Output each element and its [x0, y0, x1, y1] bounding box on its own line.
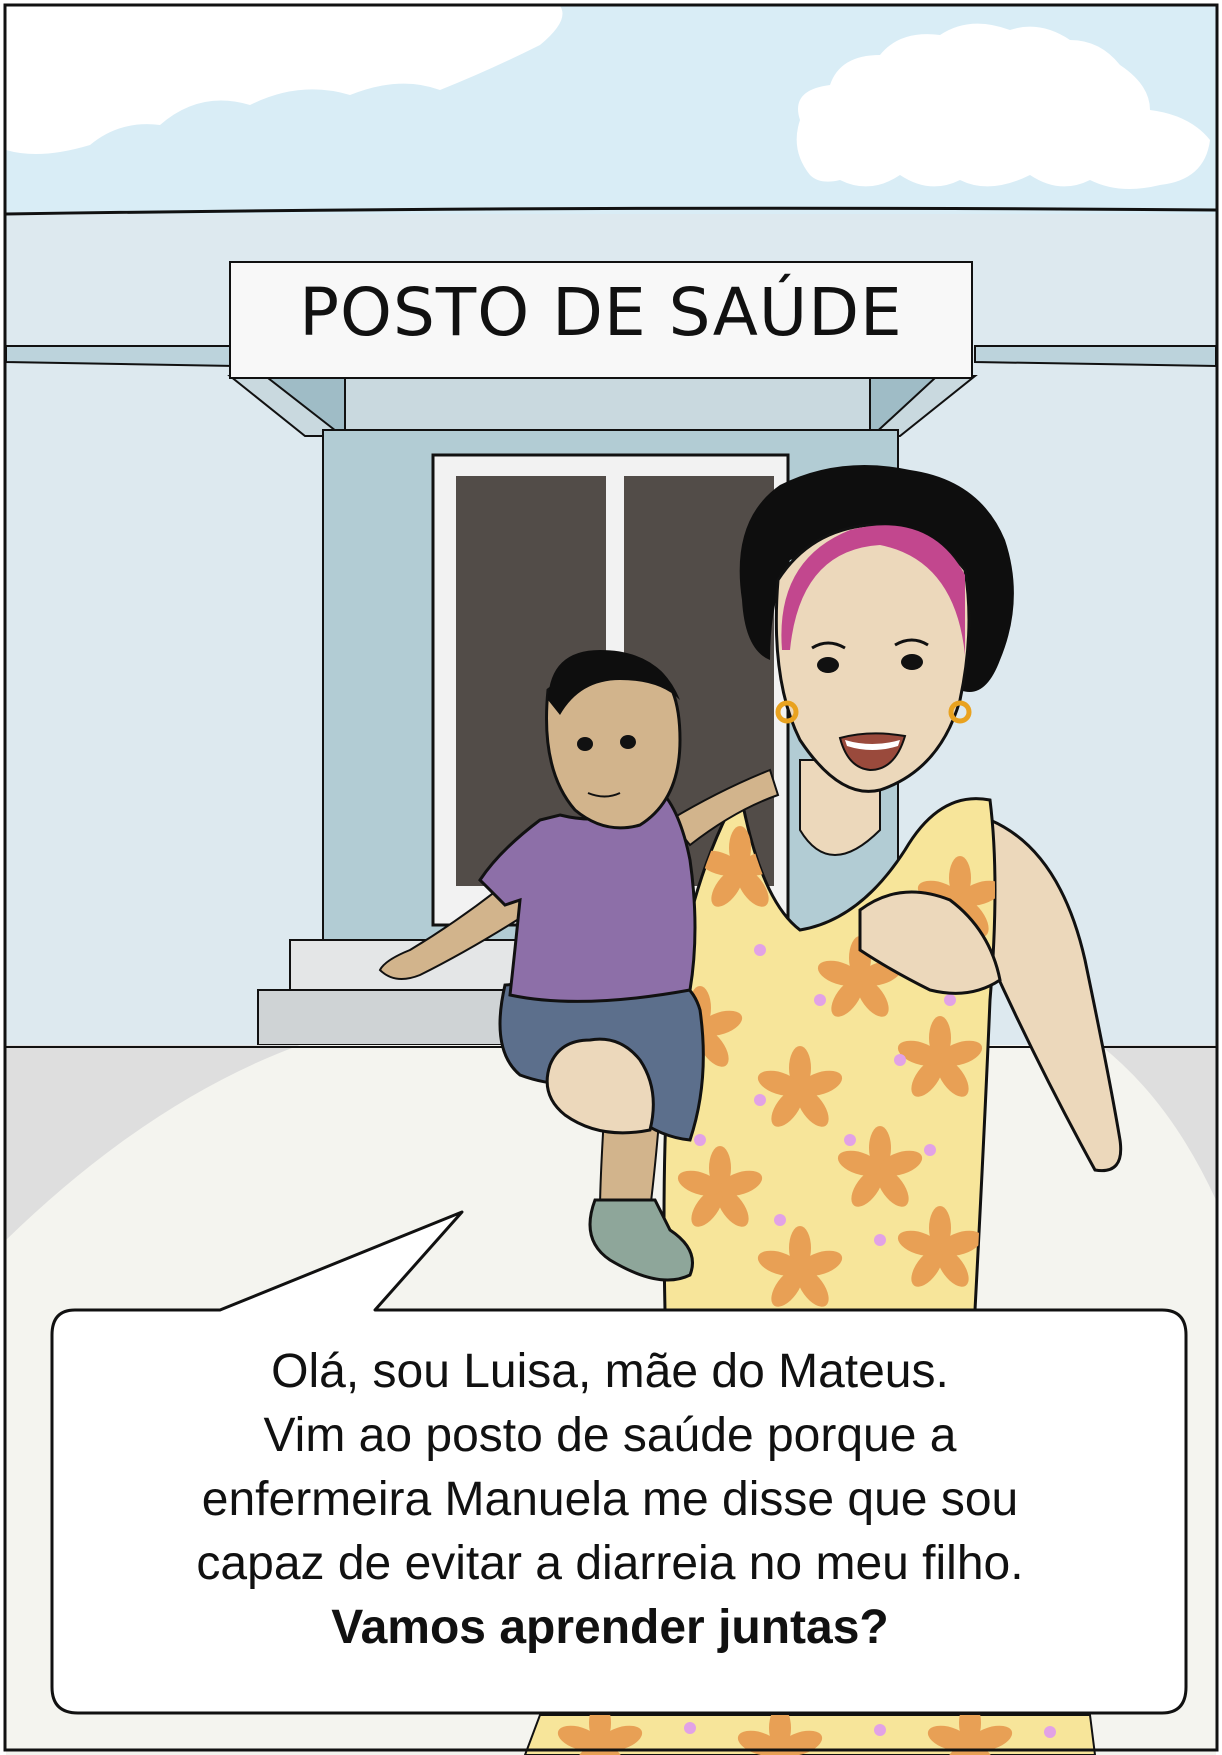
speech-emphasis: Vamos aprender juntas?	[331, 1601, 889, 1654]
earring-left	[775, 700, 799, 724]
speech-line: capaz de evitar a diarreia no meu filho.	[196, 1537, 1024, 1590]
baby-shoe-icon	[588, 1198, 694, 1282]
baby-figure	[378, 650, 780, 1282]
earring-right	[948, 700, 972, 724]
speech-text: Olá, sou Luisa, mãe do Mateus. Vim ao po…	[60, 1340, 1160, 1660]
sign-title: POSTO DE SAÚDE	[299, 273, 903, 351]
health-post-sign	[229, 261, 973, 379]
mother-figure	[662, 465, 1123, 1312]
cloud-left	[6, 6, 563, 154]
speech-bubble	[50, 1210, 1188, 1715]
speech-line: Vim ao posto de saúde porque a	[263, 1409, 957, 1462]
dress-hem	[523, 1714, 1097, 1755]
speech-line: enfermeira Manuela me disse que sou	[201, 1473, 1019, 1526]
sky	[6, 6, 1216, 216]
cloud-right	[796, 23, 1210, 190]
speech-line: Olá, sou Luisa, mãe do Mateus.	[271, 1345, 949, 1398]
